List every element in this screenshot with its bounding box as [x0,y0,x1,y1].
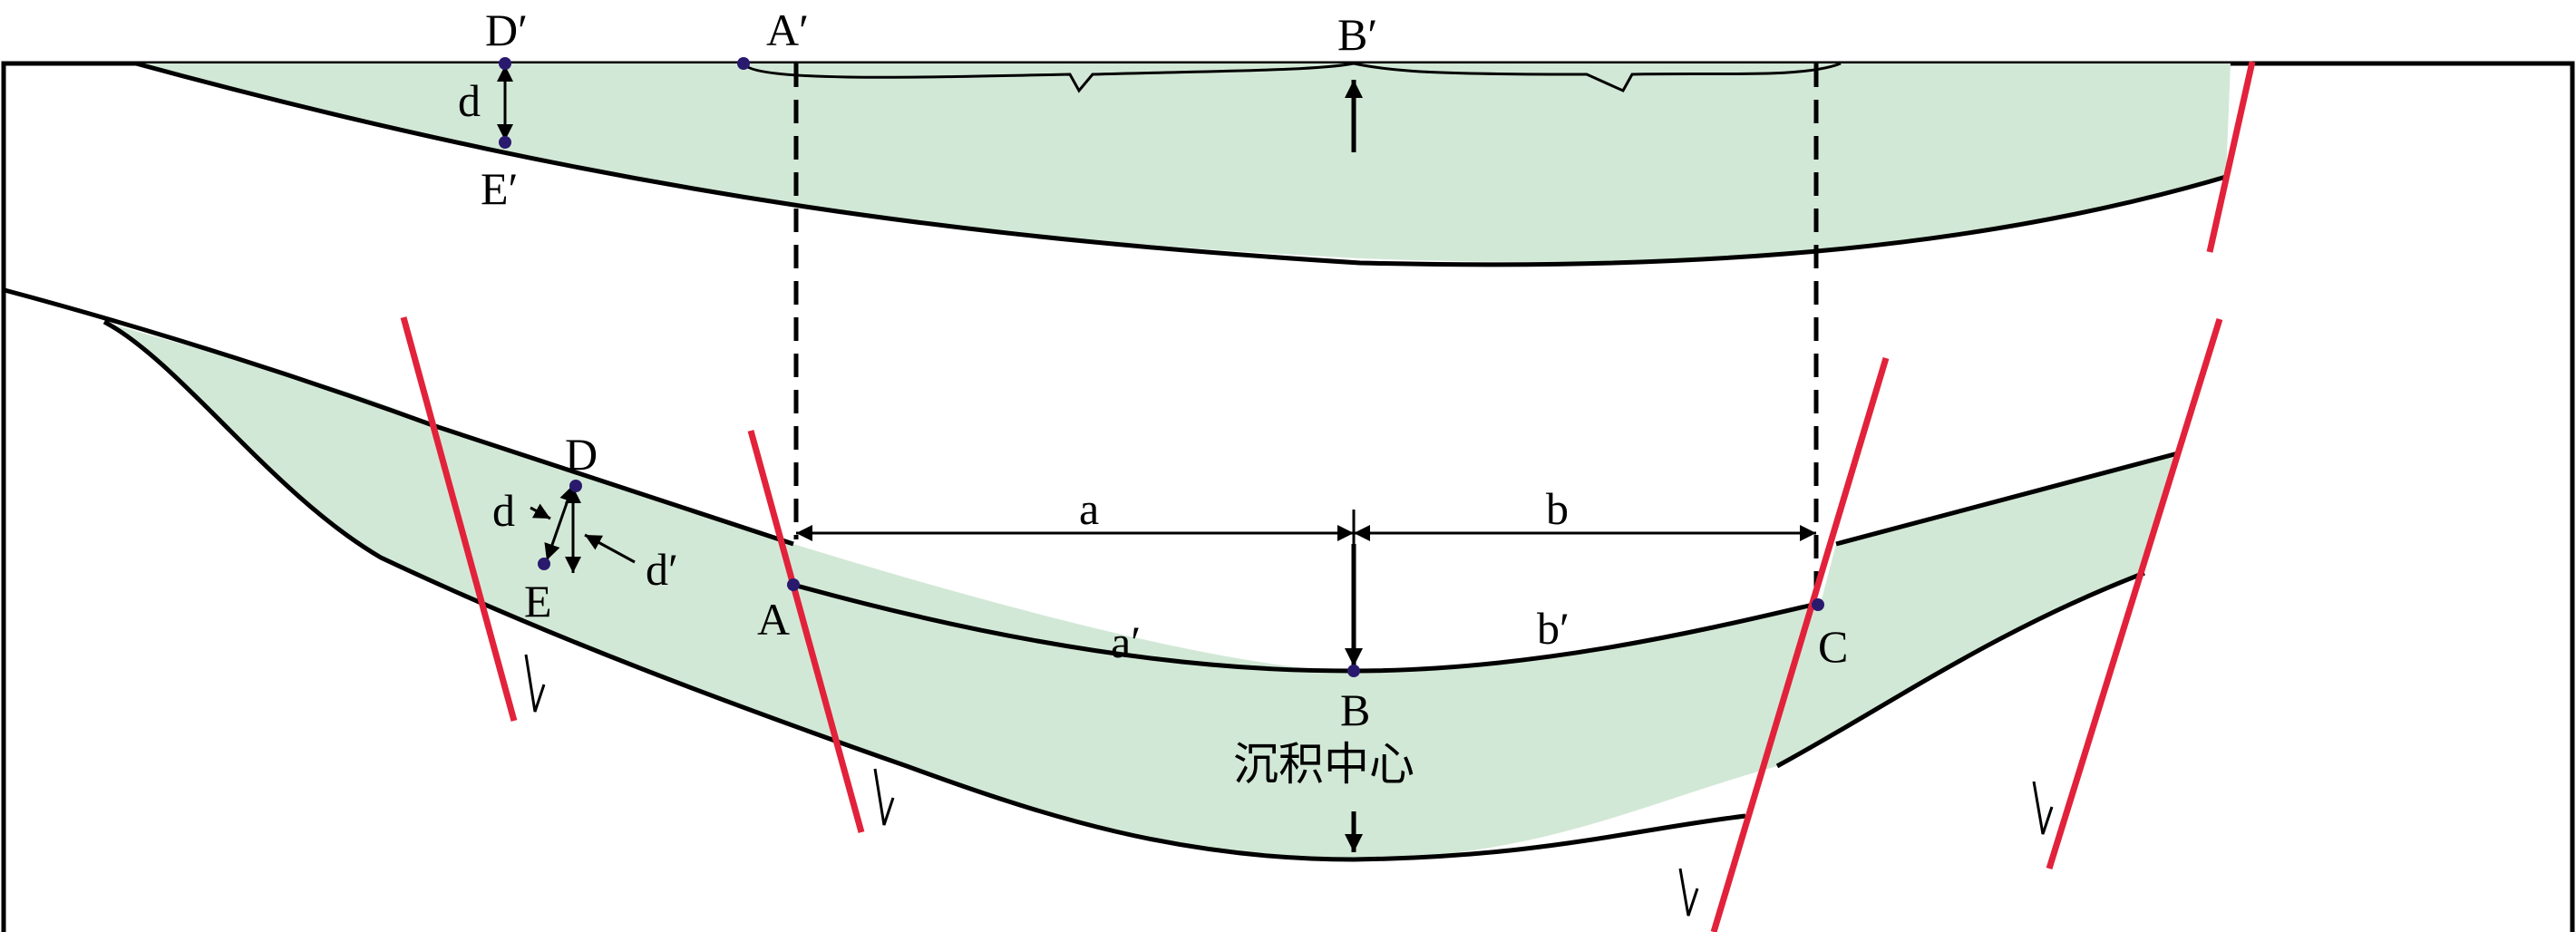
fault-1 [400,316,518,722]
layer-top-east [1835,451,2179,547]
upper-layer [136,63,2231,262]
label-d-top: d [458,75,481,126]
label-b: B [1340,684,1370,735]
label-a: A [757,594,790,645]
upper-erosion-surface [742,62,1842,93]
label-d-prime: D′ [485,5,528,55]
points [499,57,1824,677]
label-a-prime: A′ [766,5,809,55]
label-e-prime: E′ [481,163,518,214]
upper-layer-base [135,61,2227,267]
point-a-prime [737,57,750,70]
label-b-dim: b [1546,483,1569,534]
fault-2 [747,430,865,833]
label-d: D [565,429,598,480]
lower-layer [104,322,2178,859]
label-c: C [1818,621,1848,672]
point-c [1812,598,1824,611]
layer-base [102,319,1746,862]
fault-5 [2046,317,2223,870]
fault-4 [2206,61,2256,253]
label-depocenter: 沉积中心 [1233,738,1414,791]
point-d-prime [499,57,511,70]
d-pointer [530,503,551,520]
label-d-prime-lower: d′ [646,544,678,595]
label-a-dim: a [1079,483,1099,534]
label-d-small: d [492,485,515,536]
point-e [538,558,550,570]
ground-surface [4,287,794,547]
point-e-prime [499,136,511,149]
faults [400,61,2256,932]
d-prime-pointer [584,533,636,564]
layer-base-east [1775,570,2145,769]
label-b-prime-lower: b′ [1537,603,1570,654]
fault-3 [1710,356,1890,932]
point-b [1347,665,1360,677]
label-a-prime-lower: a′ [1111,616,1141,667]
label-b-prime: B′ [1337,9,1377,60]
normal-fault-slip-arrow-icon [524,654,2054,917]
point-d [569,480,582,492]
label-e: E [524,576,552,626]
point-a [787,578,800,591]
